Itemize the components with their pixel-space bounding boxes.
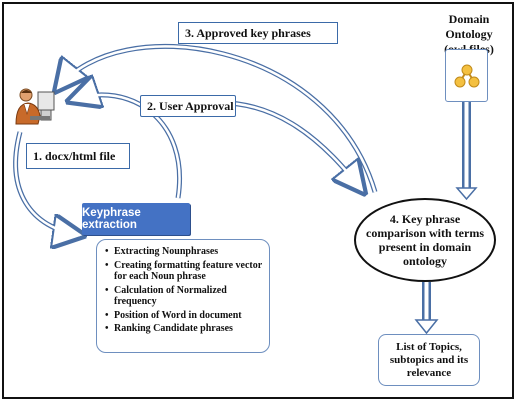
comparison-text: 4. Key phrase comparison with terms pres…	[366, 212, 484, 268]
keyphrase-step: Ranking Candidate phrases	[105, 323, 263, 335]
keyphrase-steps-box: Extracting Nounphrases Creating formatti…	[96, 239, 270, 353]
user-at-computer-icon	[12, 86, 58, 137]
arrow-approved-key-phrases	[58, 43, 378, 193]
topics-output-box: List of Topics, subtopics and its releva…	[378, 334, 480, 386]
ontology-graph-icon	[445, 49, 488, 102]
arrow-comparison-to-topics	[414, 319, 439, 335]
keyphrase-step: Calculation of Normalized frequency	[105, 285, 263, 308]
keyphrase-step: Creating formatting feature vector for e…	[105, 260, 263, 283]
topics-text: List of Topics, subtopics and its releva…	[389, 340, 469, 379]
arrow-ontology-to-comparison	[455, 187, 478, 201]
keyphrase-extraction-header: Keyphrase extraction	[82, 203, 190, 235]
docx-html-file-label: 1. docx/html file	[26, 143, 130, 169]
approved-key-phrases-label: 3. Approved key phrases	[178, 22, 338, 44]
keyphrase-step: Extracting Nounphrases	[105, 246, 263, 258]
user-approval-label: 2. User Approval	[140, 95, 236, 117]
keyphrase-comparison-ellipse: 4. Key phrase comparison with terms pres…	[354, 198, 496, 282]
keyphrase-step: Position of Word in document	[105, 310, 263, 322]
domain-ontology-name: Domain Ontology	[445, 12, 493, 41]
